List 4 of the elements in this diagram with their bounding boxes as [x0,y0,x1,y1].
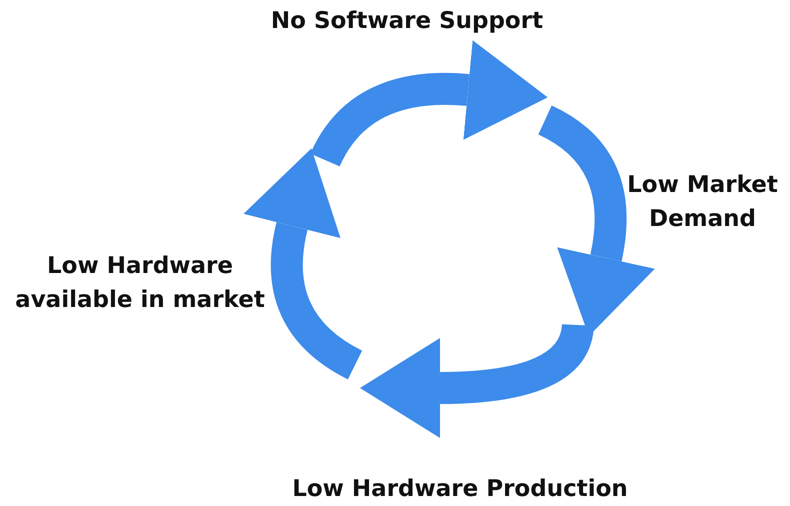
cycle-label: No Software Support [270,7,544,36]
cycle-label: Low Market Demand [626,171,779,234]
cycle-label: Low Hardware available in market [14,252,266,315]
cycle-label: Low Hardware Production [291,475,629,504]
